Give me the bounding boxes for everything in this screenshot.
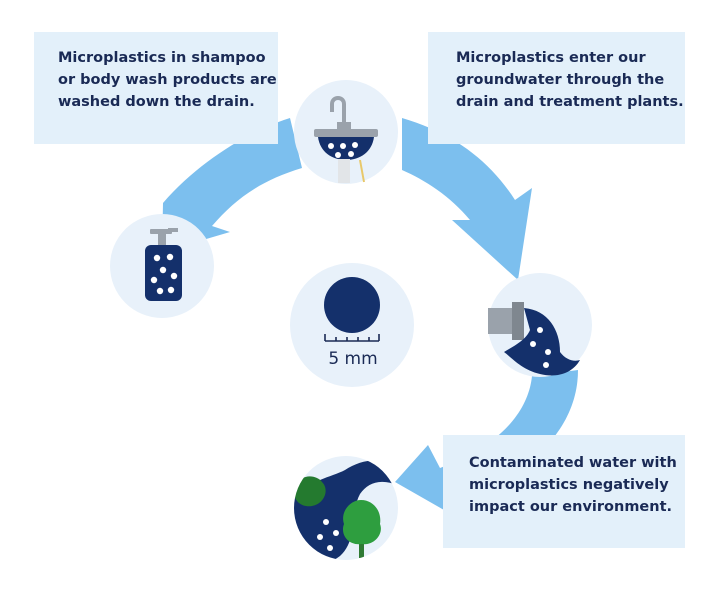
callout-environment-line-3: impact our environment.: [469, 499, 673, 515]
callout-environment: Contaminated water with microplastics ne…: [443, 435, 685, 548]
callout-groundwater-line-1: Microplastics enter our: [456, 50, 646, 66]
arrow-sink-to-pipe: [402, 118, 532, 280]
drain-pipe-step: [488, 273, 592, 377]
microplastic-particle-icon: [170, 272, 178, 280]
microplastic-particle-icon: [537, 327, 543, 333]
microplastic-particle-icon: [166, 253, 174, 261]
callout-shampoo-line-2: or body wash products are: [58, 72, 277, 88]
microplastic-particle-icon: [335, 152, 341, 158]
callout-environment-line-2: microplastics negatively: [469, 477, 669, 493]
callout-shampoo: Microplastics in shampoo or body wash pr…: [34, 32, 278, 144]
callout-environment-line-1: Contaminated water with: [469, 455, 677, 471]
microplastic-particle-icon: [317, 534, 323, 540]
microplastic-particle-icon: [543, 362, 549, 368]
bush-icon: [294, 476, 326, 507]
callout-groundwater-line-3: drain and treatment plants.: [456, 94, 684, 110]
microplastic-particle-icon: [530, 341, 536, 347]
callout-shampoo-line-3: washed down the drain.: [58, 94, 255, 110]
microplastic-particle-icon: [159, 266, 167, 274]
microplastic-particle-icon: [167, 286, 175, 294]
arrow-bottle-to-sink: [162, 118, 302, 252]
soap-bottle-icon: [145, 228, 182, 301]
sink-step: [294, 80, 398, 184]
tree-icon: [342, 500, 381, 558]
sink-drain-icon: [314, 96, 378, 183]
microplastic-particle-icon: [545, 349, 551, 355]
environment-step: [294, 456, 398, 560]
ruler-icon: [324, 334, 380, 342]
callout-groundwater-line-2: groundwater through the: [456, 72, 665, 88]
microplastic-particle-icon: [153, 254, 161, 262]
callout-groundwater: Microplastics enter our groundwater thro…: [428, 32, 685, 144]
microplastic-particle-icon: [323, 519, 329, 525]
microplastic-particle-icon: [328, 143, 334, 149]
microplastic-particle-icon: [327, 545, 333, 551]
environment-icon: [294, 460, 398, 560]
soap-bottle-step: [110, 214, 214, 318]
microplastic-particle-icon: [333, 530, 339, 536]
drain-pipe-icon: [488, 302, 580, 376]
scale-label: 5 mm: [328, 349, 377, 369]
microplastic-particle-icon: [150, 276, 158, 284]
microplastic-particle-icon: [156, 287, 164, 295]
microplastic-size-icon: [324, 277, 380, 333]
callout-shampoo-line-1: Microplastics in shampoo: [58, 50, 266, 66]
microplastic-particle-icon: [348, 151, 354, 157]
scale-reference: 5 mm: [290, 263, 414, 387]
microplastic-particle-icon: [352, 142, 358, 148]
microplastic-particle-icon: [340, 143, 346, 149]
